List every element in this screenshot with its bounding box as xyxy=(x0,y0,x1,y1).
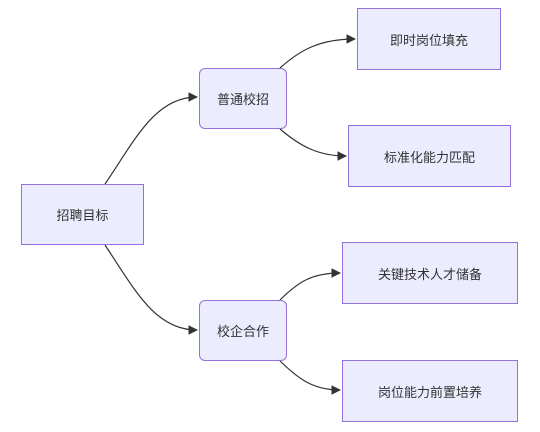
node-regular-campus-recruitment: 普通校招 xyxy=(199,68,287,129)
node-immediate-position-filling: 即时岗位填充 xyxy=(357,8,501,70)
edge-root-to-a xyxy=(104,92,198,185)
edge-a-to-a2 xyxy=(279,128,347,161)
node-pre-job-ability-training: 岗位能力前置培养 xyxy=(342,360,518,422)
node-recruitment-goal: 招聘目标 xyxy=(21,184,144,245)
node-standardized-ability-matching: 标准化能力匹配 xyxy=(348,125,511,187)
edge-b-to-b1 xyxy=(279,268,341,301)
node-key-talent-reserve: 关键技术人才储备 xyxy=(342,242,518,304)
edge-b-to-b2 xyxy=(279,360,341,395)
edge-a-to-a1 xyxy=(279,34,356,69)
node-school-enterprise-cooperation: 校企合作 xyxy=(199,300,287,361)
edge-root-to-b xyxy=(104,244,198,335)
